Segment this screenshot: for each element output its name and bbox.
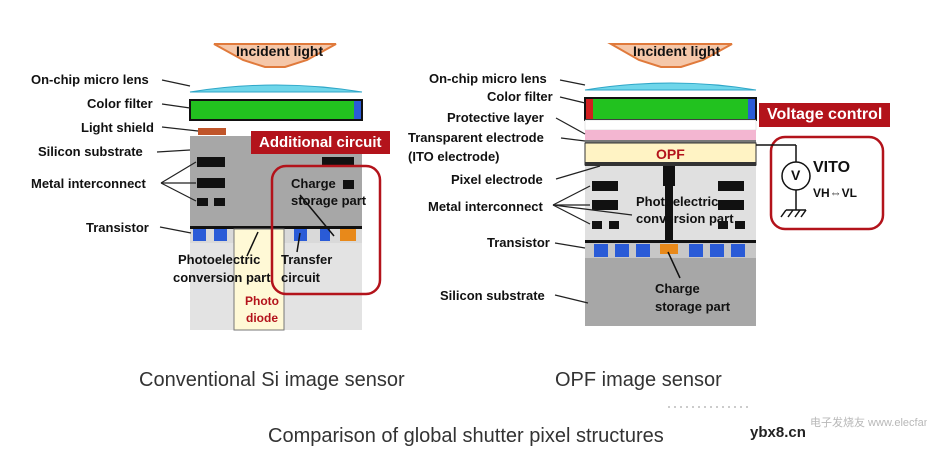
- micro-lens-right: [584, 82, 757, 91]
- metal-interconnect-right: [592, 166, 745, 242]
- voltmeter-icon: [781, 161, 811, 191]
- transistor-label-left: Transistor: [86, 220, 149, 235]
- light-shield-label: Light shield: [81, 120, 154, 135]
- opf-label: OPF: [656, 146, 685, 162]
- transistor-label-right: Transistor: [487, 235, 550, 250]
- silicon-substrate-right: [585, 258, 756, 326]
- photodiode-box: [233, 228, 285, 331]
- additional-circuit-outline: [270, 164, 382, 296]
- color-filter-label-right: Color filter: [487, 89, 553, 104]
- photoelectric-label-right-2: conversion part: [636, 211, 734, 226]
- transparent-electrode-label: Transparent electrode: [408, 130, 544, 145]
- incident-light-arrow-left: [213, 43, 337, 68]
- transfer-label-1: Transfer: [281, 252, 333, 267]
- color-filter-left: [189, 99, 363, 121]
- watermark-ybx8: ybx8.cn: [750, 424, 806, 441]
- watermark-elecfans: 电子发烧友 www.elecfans.com: [810, 417, 927, 429]
- micro-lens-left: [189, 84, 363, 93]
- figure-title: Comparison of global shutter pixel struc…: [268, 425, 664, 447]
- vh-vl-label: VH⇔VL: [813, 186, 858, 200]
- protective-layer-label: Protective layer: [447, 110, 544, 125]
- transistor-row-right: [585, 243, 756, 258]
- charge-storage-label-right-2: storage part: [655, 299, 731, 314]
- metal-interconnect-label-left: Metal interconnect: [31, 176, 146, 191]
- charge-storage-label-right-1: Charge: [655, 281, 700, 296]
- microlens-label-right: On-chip micro lens: [429, 71, 547, 86]
- microlens-label-left: On-chip micro lens: [31, 72, 149, 87]
- photodiode-label-1: Photo: [245, 294, 279, 308]
- light-shield-left: [198, 128, 226, 135]
- incident-light-label-right: Incident light: [633, 43, 721, 59]
- photoelectric-label-right-1: Photoelectric: [636, 194, 719, 209]
- vito-wiring: [756, 144, 807, 218]
- color-filter-right: [584, 97, 757, 121]
- silicon-substrate-label-right: Silicon substrate: [440, 288, 545, 303]
- silicon-substrate-label-left: Silicon substrate: [38, 144, 143, 159]
- color-filter-label-left: Color filter: [87, 96, 153, 111]
- additional-circuit-tag: Additional circuit: [251, 131, 390, 154]
- voltage-control-tag: Voltage control: [759, 103, 891, 127]
- incident-light-label-left: Incident light: [236, 43, 324, 59]
- caption-right: OPF image sensor: [555, 369, 722, 391]
- metal-interconnect-label-right: Metal interconnect: [428, 199, 543, 214]
- vito-label: VITO: [813, 159, 851, 176]
- vito-circuit-outline: [769, 135, 885, 231]
- photoelectric-label-left-1: Photoelectric: [178, 252, 261, 267]
- pixel-electrode-label: Pixel electrode: [451, 172, 543, 187]
- charge-storage-label-left-2: storage part: [291, 193, 367, 208]
- transfer-label-2: circuit: [281, 270, 321, 285]
- charge-storage-label-left-1: Charge: [291, 176, 336, 191]
- voltmeter-symbol: V: [791, 167, 801, 183]
- incident-light-arrow-right: [607, 43, 733, 68]
- caption-left: Conventional Si image sensor: [139, 369, 405, 391]
- photodiode-label-2: diode: [246, 311, 278, 325]
- photoelectric-label-left-2: conversion part: [173, 270, 271, 285]
- metal-interconnect-left: [197, 157, 354, 206]
- ito-electrode-label: (ITO electrode): [408, 149, 500, 164]
- protective-layer: [585, 130, 756, 140]
